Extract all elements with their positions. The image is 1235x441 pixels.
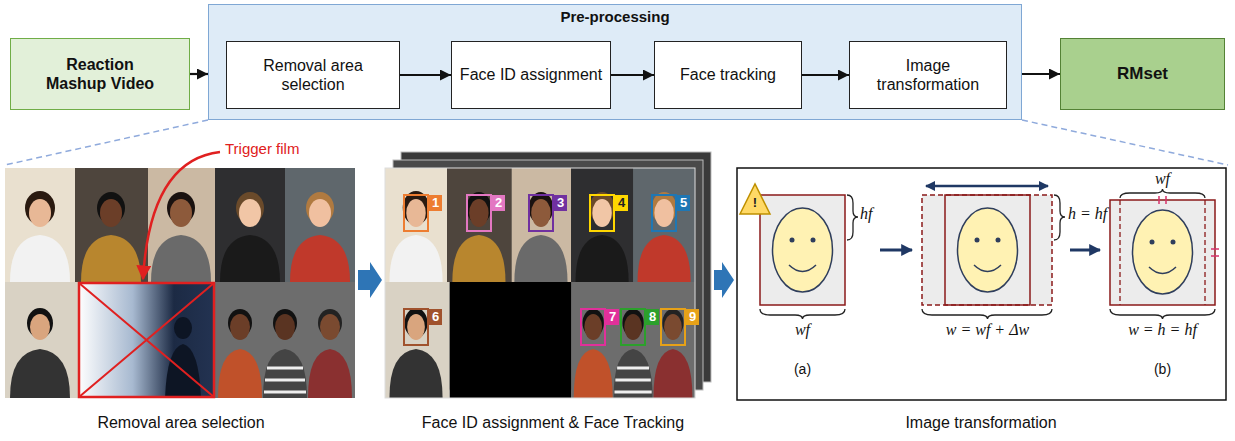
face-id: 9 <box>686 309 699 325</box>
box-text: Removal area selection <box>233 56 393 94</box>
flow-arrow <box>802 74 849 76</box>
warning-mark: ! <box>753 196 757 210</box>
dimension-label: w = wf + Δw <box>946 321 1029 339</box>
face-id: 7 <box>606 309 619 325</box>
dimension-label: wf <box>795 321 810 339</box>
dimension-label: w = h = hf <box>1128 321 1197 339</box>
group-title: Pre-processing <box>209 8 1021 26</box>
trigger-pointer <box>143 152 220 279</box>
output-box: RMset <box>1060 38 1225 110</box>
face-id: 6 <box>429 309 442 325</box>
dimension-label: hf <box>860 205 872 223</box>
dimension-label: wf <box>1155 170 1170 188</box>
face-id: 3 <box>554 195 567 211</box>
mashup-frame <box>5 168 355 398</box>
preprocessing-ground <box>208 4 1022 120</box>
flow-arrow <box>1022 73 1060 75</box>
callout-text: Trigger film <box>225 141 299 158</box>
process-box: Image transformation <box>849 41 1007 109</box>
face-id: 1 <box>429 195 442 211</box>
step-chevron <box>358 262 382 298</box>
flow-arrow <box>611 74 654 76</box>
flow-arrow <box>400 74 451 76</box>
face-id: 4 <box>615 195 628 211</box>
box-text: Reaction Mashup Video <box>38 55 163 93</box>
dimension-label: h = hf <box>1068 205 1107 223</box>
flow-arrow <box>190 73 208 75</box>
process-box: Face ID assignment <box>451 41 611 109</box>
panel-caption: Removal area selection <box>97 414 264 432</box>
face-id: 2 <box>492 195 505 211</box>
box-text: RMset <box>1117 64 1168 84</box>
input-box: Reaction Mashup Video <box>10 38 190 110</box>
tracked-frames <box>385 152 711 398</box>
face-boxes <box>404 195 685 345</box>
transformation-panel <box>737 168 1226 400</box>
box-text: Face tracking <box>680 65 776 84</box>
box-text: Face ID assignment <box>460 65 602 84</box>
face-id: 5 <box>677 195 690 211</box>
subfigure-label: (a) <box>794 362 811 377</box>
stage-group: Pre-processingRemoval area selection Face… <box>208 4 1022 120</box>
process-box: Removal area selection <box>226 41 400 109</box>
process-box: Face tracking <box>654 41 802 109</box>
face-id: 8 <box>646 309 659 325</box>
panel-caption: Face ID assignment & Face Tracking <box>422 414 684 432</box>
panel-caption: Image transformation <box>905 414 1056 432</box>
subfigure-label: (b) <box>1154 362 1171 377</box>
box-text: Image transformation <box>856 56 1000 94</box>
step-chevron <box>714 262 734 298</box>
